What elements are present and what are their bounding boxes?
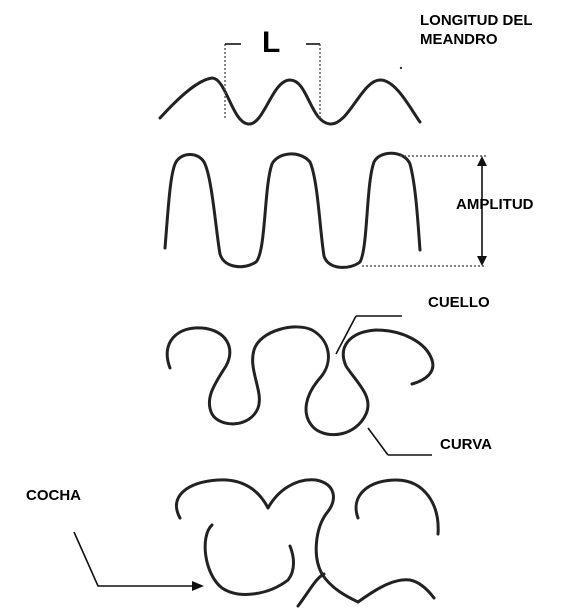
oxbow-label: COCHA <box>26 487 81 505</box>
wavelength-label-line1: LONGITUD DEL <box>420 12 533 30</box>
oxbow-leader-arrowhead <box>192 581 204 591</box>
wavelength-label-line2: MEANDRO <box>420 31 498 49</box>
channel-tail-curve <box>298 574 434 606</box>
bend-label: CURVA <box>440 436 492 454</box>
sinuous-channel-curve <box>160 78 420 124</box>
amplitude-label: AMPLITUD <box>456 196 534 214</box>
wavelength-end-dot <box>400 67 402 69</box>
panel-oxbow <box>74 480 438 606</box>
oxbow-leader <box>74 532 192 586</box>
panel-wavelength <box>160 44 420 124</box>
panel-amplitude <box>165 153 487 267</box>
bend-leader-diagonal <box>368 428 388 455</box>
channel-lower-loop-curve <box>205 525 293 594</box>
wavelength-symbol-label: L <box>262 28 280 58</box>
channel-upper-loop-curve <box>176 480 358 602</box>
amplitude-arrow-up <box>477 156 487 166</box>
neck-label: CUELLO <box>428 294 490 312</box>
tortuous-channel-curve <box>167 327 433 435</box>
panel-neck-bend <box>167 316 433 455</box>
oxbow-lake-curve <box>356 480 438 534</box>
amplitude-arrow-down <box>477 256 487 266</box>
neck-leader-diagonal <box>336 316 356 354</box>
meander-channel-curve <box>165 153 420 267</box>
